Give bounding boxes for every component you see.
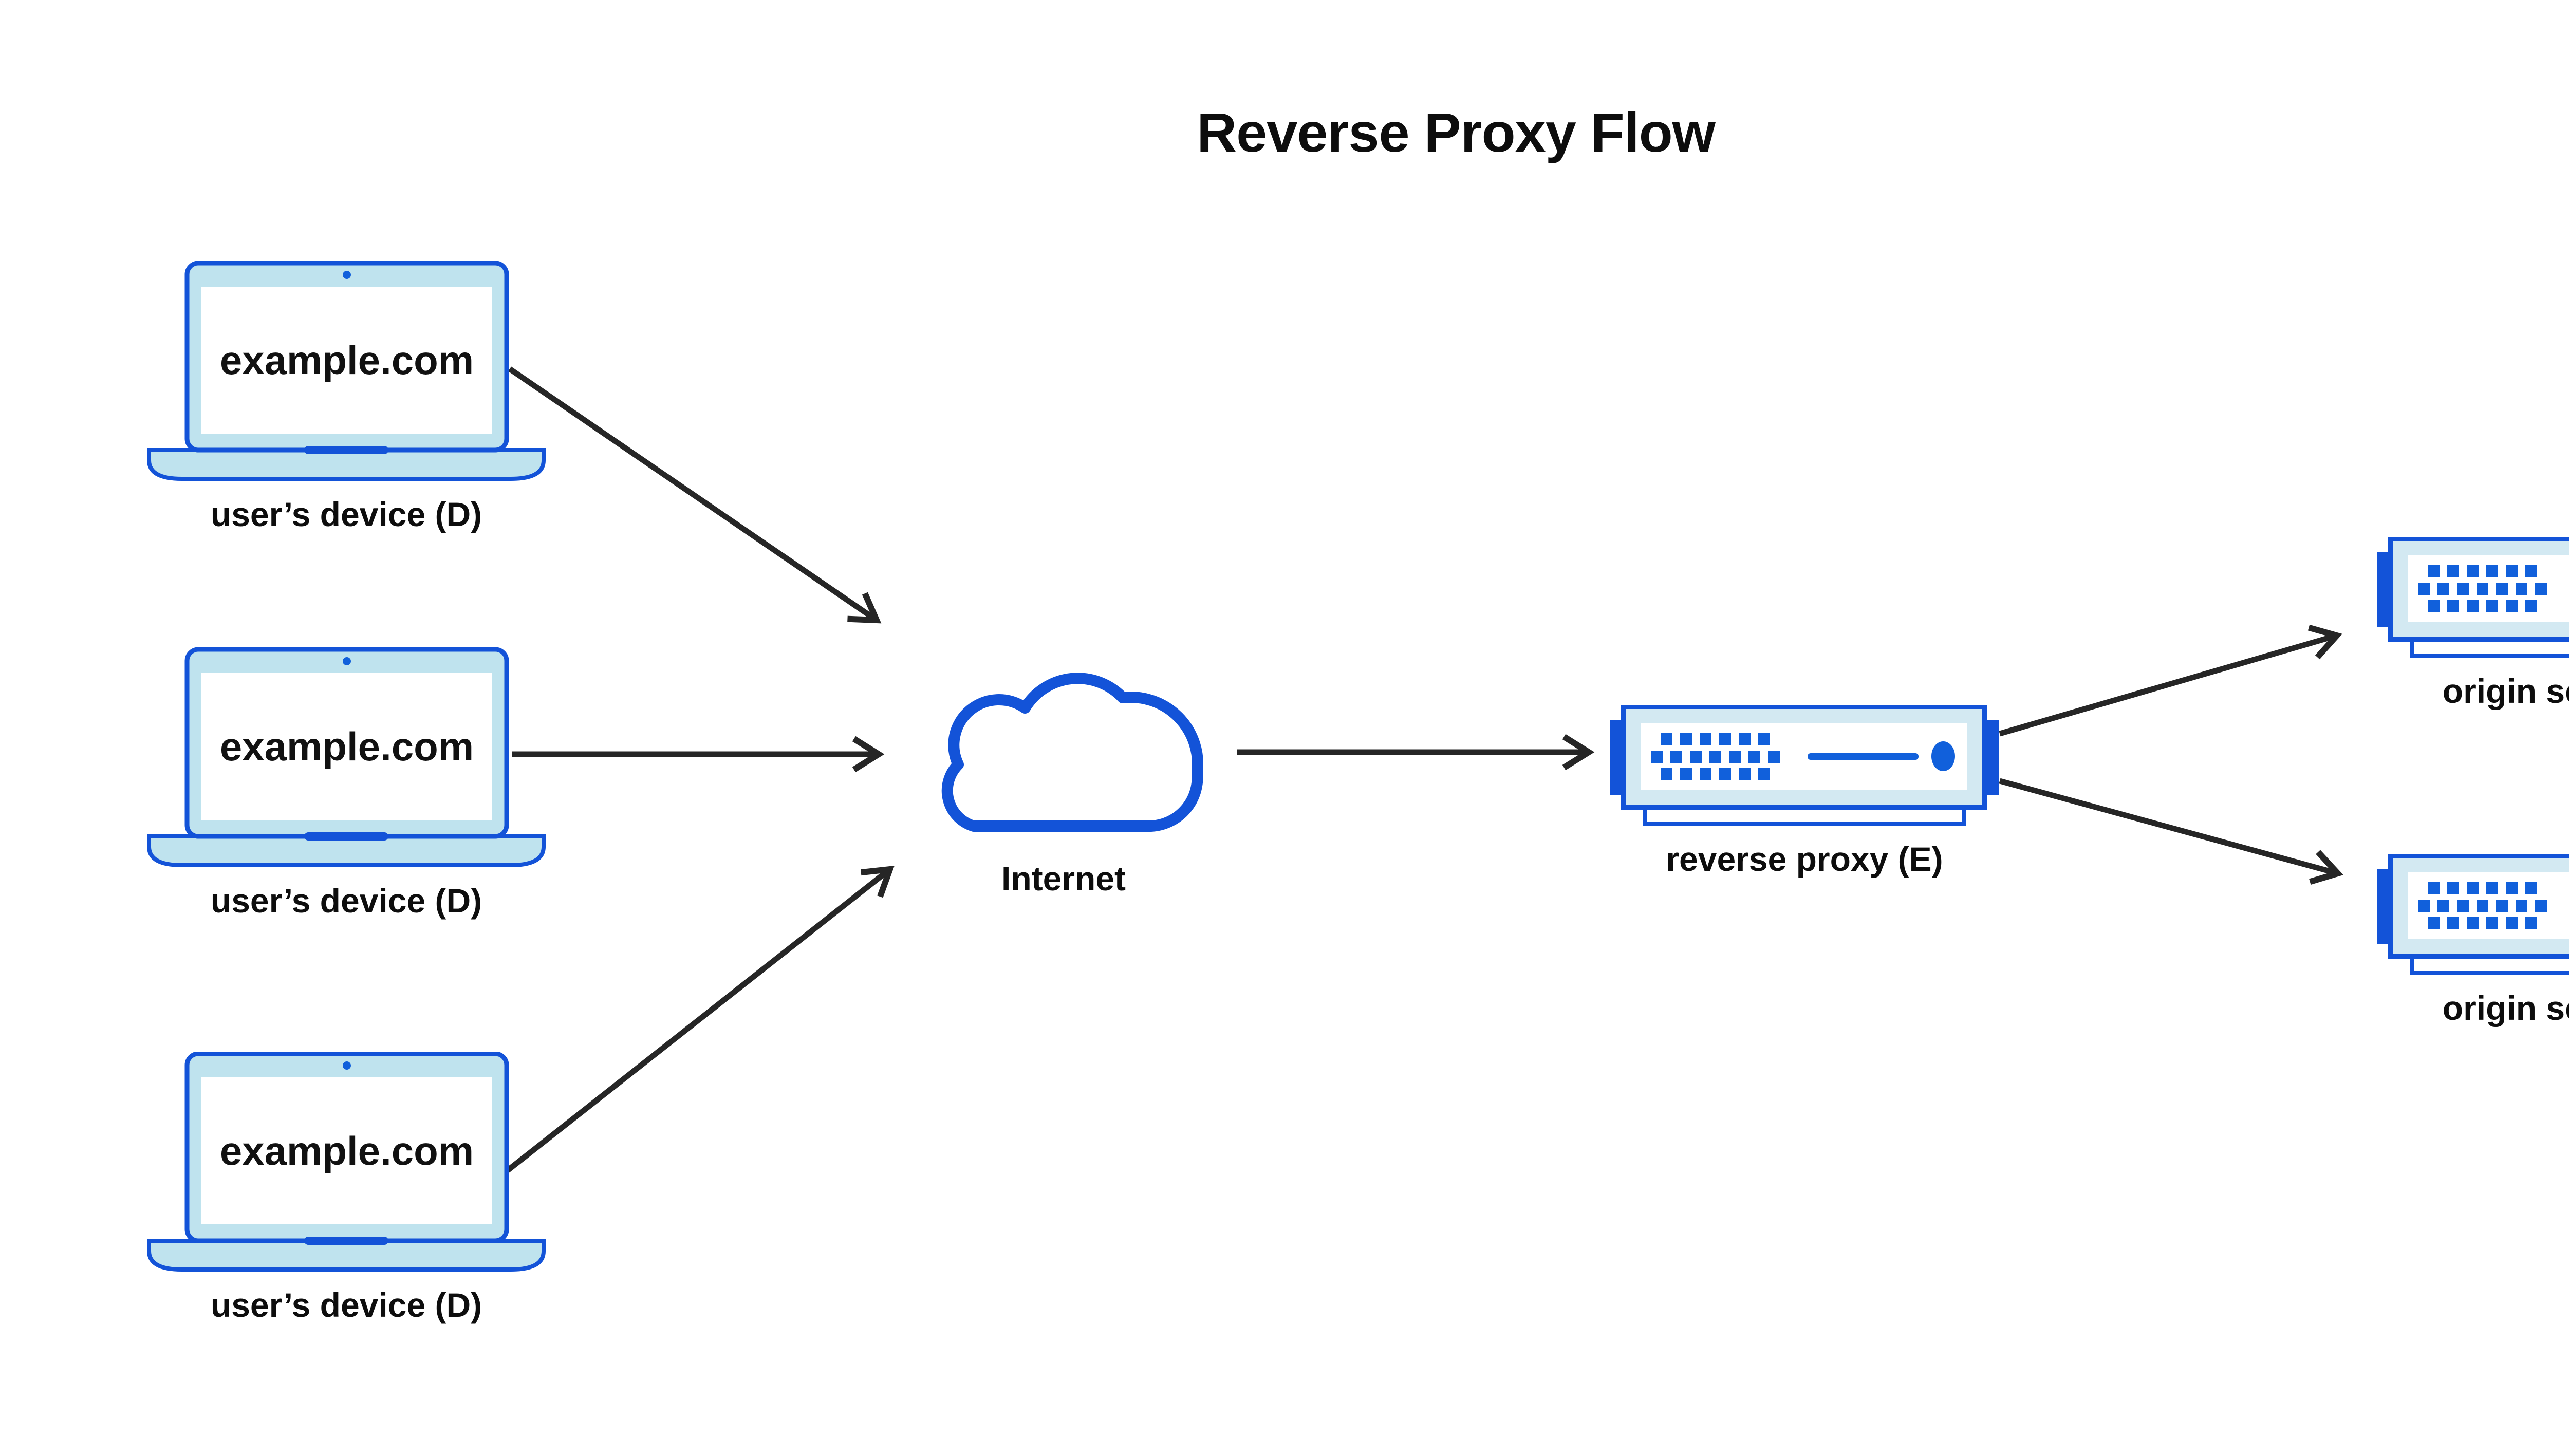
server-icon xyxy=(2377,854,2569,975)
internet-label: Internet xyxy=(1001,860,1126,898)
reverse-proxy-label: reverse proxy (E) xyxy=(1666,840,1943,878)
page-title: Reverse Proxy Flow xyxy=(1197,101,1715,163)
arrow-device3-to-internet xyxy=(506,865,895,1173)
arrow-device1-to-internet xyxy=(508,366,882,624)
user-device-2: example.com user’s device (D) xyxy=(146,647,547,920)
arrow-proxy-to-origin2 xyxy=(1999,778,2343,885)
laptop-icon xyxy=(147,261,546,481)
device-label: user’s device (D) xyxy=(210,882,482,920)
device-label: user’s device (D) xyxy=(210,495,482,533)
device-screen-url: example.com xyxy=(219,1128,474,1173)
reverse-proxy-node: reverse proxy (E) xyxy=(1609,705,2000,921)
server-icon xyxy=(1610,705,1999,826)
origin-server-label: origin server (F) xyxy=(2442,672,2569,710)
laptop-icon xyxy=(147,1052,546,1272)
arrow-proxy-to-origin1 xyxy=(1999,624,2342,737)
internet-node: Internet xyxy=(912,646,1215,913)
origin-server-2: origin server (F) xyxy=(2376,854,2569,1070)
origin-server-label: origin server (F) xyxy=(2442,989,2569,1027)
server-icon xyxy=(2377,537,2569,658)
device-screen-url: example.com xyxy=(219,337,474,383)
device-label: user’s device (D) xyxy=(210,1286,482,1324)
origin-server-1: origin server (F) xyxy=(2376,537,2569,753)
user-device-3: example.com user’s device (D) xyxy=(146,1052,547,1324)
laptop-icon xyxy=(147,647,546,867)
cloud-icon xyxy=(941,673,1203,832)
user-device-1: example.com user’s device (D) xyxy=(146,261,547,533)
device-screen-url: example.com xyxy=(219,723,474,769)
